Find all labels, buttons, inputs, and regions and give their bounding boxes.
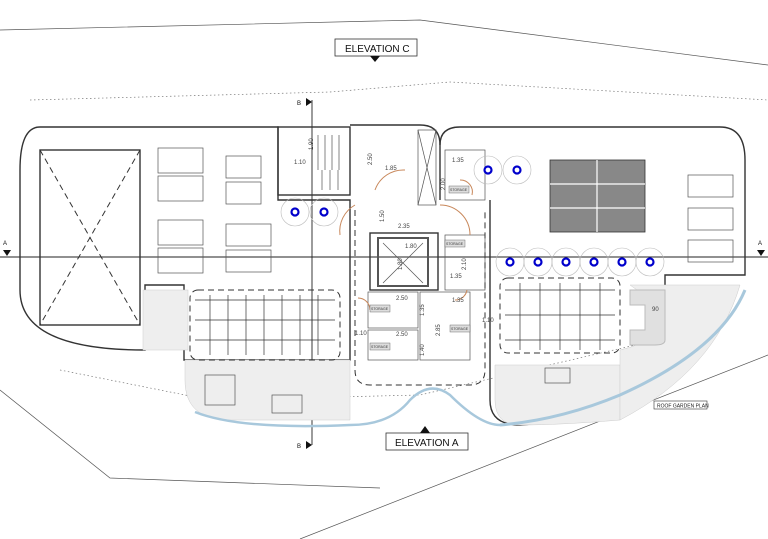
svg-text:B: B — [297, 444, 301, 450]
pergola-left — [195, 295, 335, 355]
section-markers: B B A A — [3, 98, 765, 450]
drawing-title-label: ROOF GARDEN PLAN — [653, 400, 709, 410]
svg-text:1.10: 1.10 — [294, 160, 306, 166]
svg-text:2.85: 2.85 — [436, 324, 442, 336]
svg-text:1.10: 1.10 — [355, 331, 367, 337]
light-fixtures — [280, 155, 665, 277]
svg-text:2.50: 2.50 — [368, 153, 374, 165]
svg-text:1.35: 1.35 — [420, 304, 426, 316]
svg-text:ELEVATION A: ELEVATION A — [395, 438, 459, 449]
site-boundary — [0, 19, 768, 539]
svg-text:1.10: 1.10 — [482, 318, 494, 324]
svg-text:STORAGE: STORAGE — [450, 188, 468, 192]
svg-text:STORAGE: STORAGE — [451, 327, 469, 331]
svg-text:ELEVATION C: ELEVATION C — [345, 44, 410, 55]
sun-loungers-left — [157, 147, 272, 274]
svg-text:1.35: 1.35 — [452, 158, 464, 164]
light-icon — [483, 165, 493, 175]
light-icon — [290, 207, 300, 217]
svg-text:2.50: 2.50 — [396, 332, 408, 338]
light-icon — [505, 257, 515, 267]
svg-text:A: A — [758, 241, 762, 247]
core — [277, 124, 486, 386]
light-icon — [319, 207, 329, 217]
svg-text:1.35: 1.35 — [452, 298, 464, 304]
svg-text:STORAGE: STORAGE — [446, 242, 464, 246]
svg-text:B: B — [297, 101, 301, 107]
svg-text:1.40: 1.40 — [420, 344, 426, 356]
svg-text:A: A — [3, 241, 7, 247]
right-wing — [194, 126, 747, 428]
svg-text:2.00: 2.00 — [441, 178, 447, 190]
svg-text:STORAGE: STORAGE — [371, 307, 389, 311]
svg-text:ROOF GARDEN PLAN: ROOF GARDEN PLAN — [657, 404, 709, 410]
svg-text:1.35: 1.35 — [450, 274, 462, 280]
elevation-c-label: ELEVATION C — [334, 38, 418, 62]
elevation-a-label: ELEVATION A — [385, 426, 469, 451]
light-icon — [533, 257, 543, 267]
svg-text:1.50: 1.50 — [380, 210, 386, 222]
storage-tags: STORAGE STORAGE STORAGE STORAGE STORAGE — [369, 185, 471, 351]
svg-text:2.10: 2.10 — [462, 258, 468, 270]
svg-text:1.80: 1.80 — [405, 244, 417, 250]
svg-text:1.80: 1.80 — [398, 258, 404, 270]
light-icon — [617, 257, 627, 267]
light-icon — [561, 257, 571, 267]
light-icon — [512, 165, 522, 175]
light-icon — [645, 257, 655, 267]
dimension-labels: 1.10 1.90 2.50 1.85 1.50 2.35 1.80 1.80 … — [294, 138, 659, 356]
svg-text:1.85: 1.85 — [385, 166, 397, 172]
svg-text:2.50: 2.50 — [396, 296, 408, 302]
svg-text:2.35: 2.35 — [398, 224, 410, 230]
left-wing — [19, 126, 351, 421]
svg-text:90: 90 — [652, 307, 659, 313]
water-edge — [499, 289, 747, 427]
svg-text:STORAGE: STORAGE — [371, 345, 389, 349]
light-icon — [589, 257, 599, 267]
svg-text:1.90: 1.90 — [309, 138, 315, 150]
